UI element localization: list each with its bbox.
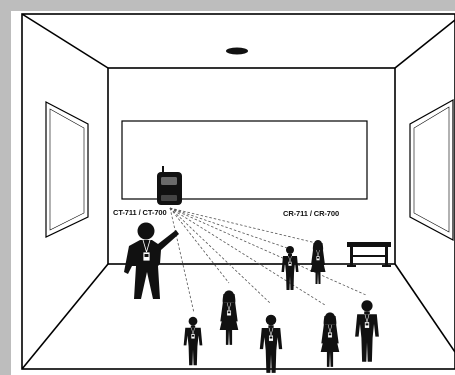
- signal-lines: [170, 208, 366, 313]
- listener-person-icon: [311, 240, 326, 284]
- left-wall-board: [46, 102, 88, 237]
- transmitter-device-icon: [157, 166, 182, 205]
- listener-person-icon: [355, 300, 379, 362]
- right-wall-board: [410, 100, 453, 240]
- receiver-label: CR-711 / CR-700: [283, 209, 339, 218]
- listener-person-icon: [184, 317, 203, 365]
- room-outline: [22, 14, 455, 369]
- right-wall-board-inner: [414, 107, 449, 232]
- speaker-person-icon: [124, 223, 179, 300]
- listener-person-icon: [321, 312, 340, 367]
- ceiling-light-icon: [226, 48, 248, 55]
- left-wall-board-inner: [50, 109, 84, 230]
- top-frame: [0, 0, 455, 11]
- left-frame: [0, 0, 11, 375]
- listener-person-icon: [220, 290, 239, 345]
- listener-person-icon: [260, 315, 282, 373]
- transmitter-label: CT-711 / CT-700: [113, 208, 167, 217]
